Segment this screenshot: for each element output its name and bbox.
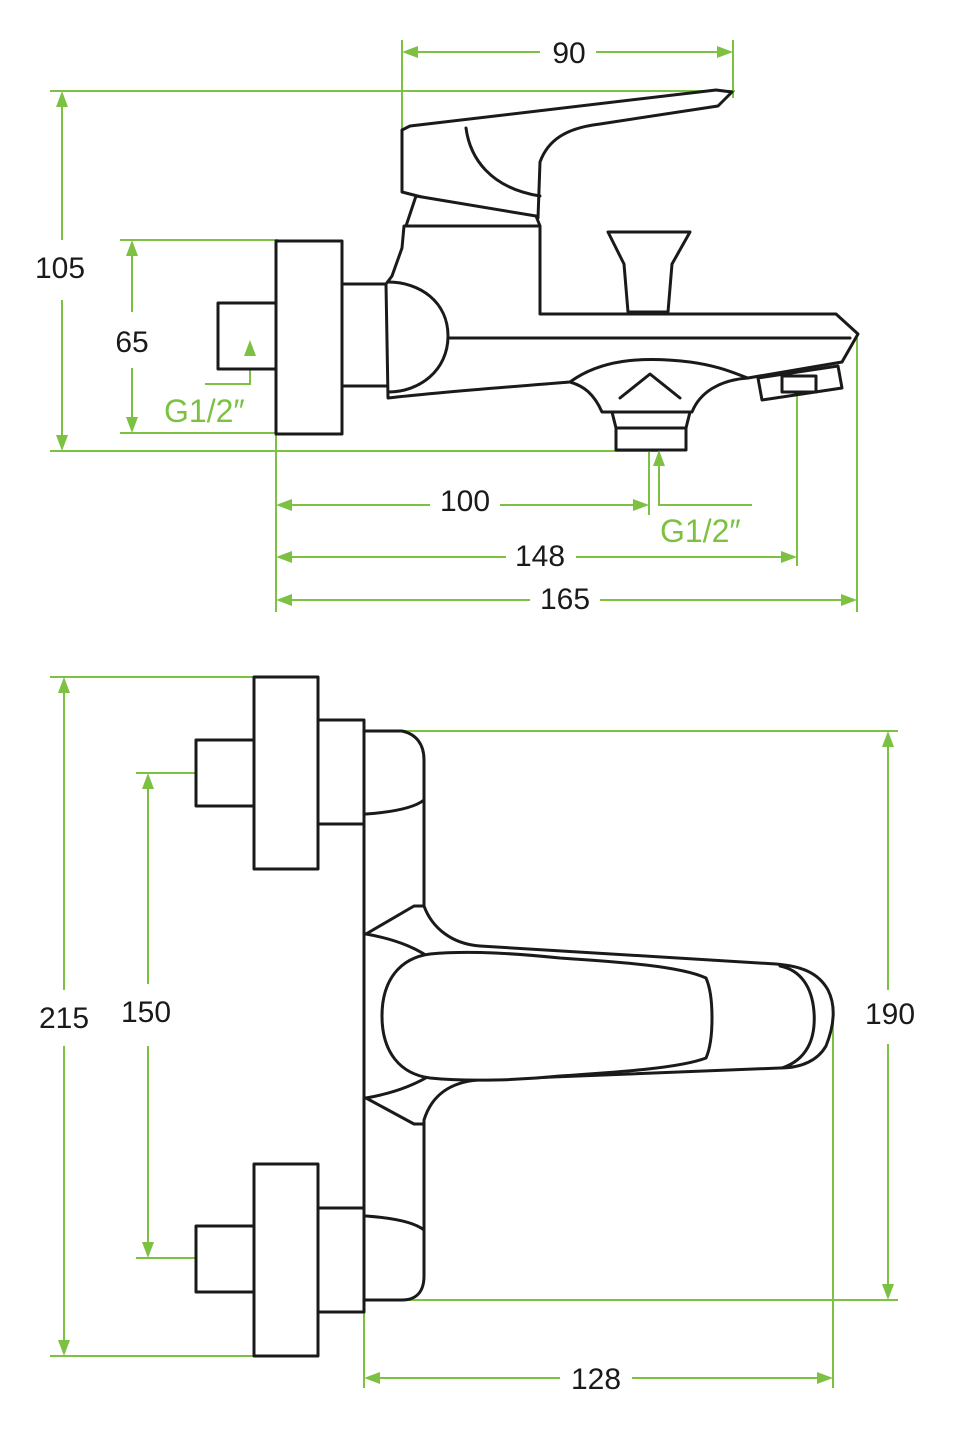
side-view-extension-lines <box>50 40 858 612</box>
dim-body-width-label: 190 <box>865 998 915 1031</box>
side-aerator-insert <box>780 374 818 394</box>
top-upper-inlet-stub <box>194 738 256 808</box>
side-view-dimension-lines <box>56 46 857 606</box>
dim-width-top-label: 90 <box>552 37 585 70</box>
side-diverter-knob <box>606 230 692 314</box>
side-view-faucet-outline <box>216 88 860 452</box>
side-lever-handle <box>400 88 734 220</box>
dim-spout-outlet-distance-label: 148 <box>515 540 565 573</box>
side-view: 90 105 65 G1/2″ 100 G1/2″ 148 165 <box>35 37 860 616</box>
side-connector-nut <box>340 282 390 388</box>
dim-total-width-label: 215 <box>39 1002 89 1035</box>
top-lower-flange <box>252 1162 320 1358</box>
dim-inlet-height-label: 65 <box>115 326 148 359</box>
top-upper-nut <box>316 718 366 826</box>
outlet-thread-label: G1/2″ <box>660 513 741 549</box>
dim-height-total-label: 105 <box>35 252 85 285</box>
top-upper-flange <box>252 675 320 871</box>
top-view-extension-lines <box>50 676 898 1388</box>
dim-inlet-spacing-label: 150 <box>121 996 171 1029</box>
side-inlet-stub <box>216 301 280 371</box>
top-lever-handle <box>380 950 714 1082</box>
inlet-thread-label: G1/2″ <box>164 393 245 429</box>
side-wall-flange <box>274 239 344 436</box>
side-spout-bulge <box>568 358 750 414</box>
top-lower-inlet-stub <box>194 1224 256 1294</box>
top-lower-nut <box>316 1206 366 1314</box>
top-view: 215 150 190 128 <box>39 675 915 1396</box>
dim-spout-reach-label: 128 <box>571 1363 621 1396</box>
side-body-spout <box>384 224 860 400</box>
side-shower-outlet-thread <box>614 426 688 452</box>
dim-outlet-distance-label: 100 <box>440 485 490 518</box>
side-shower-outlet-top <box>610 410 692 430</box>
top-view-dimension-labels: 215 150 190 128 <box>39 996 915 1396</box>
dim-total-depth-label: 165 <box>540 583 590 616</box>
side-view-dimension-labels: 90 105 65 G1/2″ 100 G1/2″ 148 165 <box>35 37 741 616</box>
side-cartridge-neck <box>404 194 542 228</box>
top-view-dimension-lines <box>58 677 894 1384</box>
top-view-faucet-outline <box>194 675 835 1358</box>
